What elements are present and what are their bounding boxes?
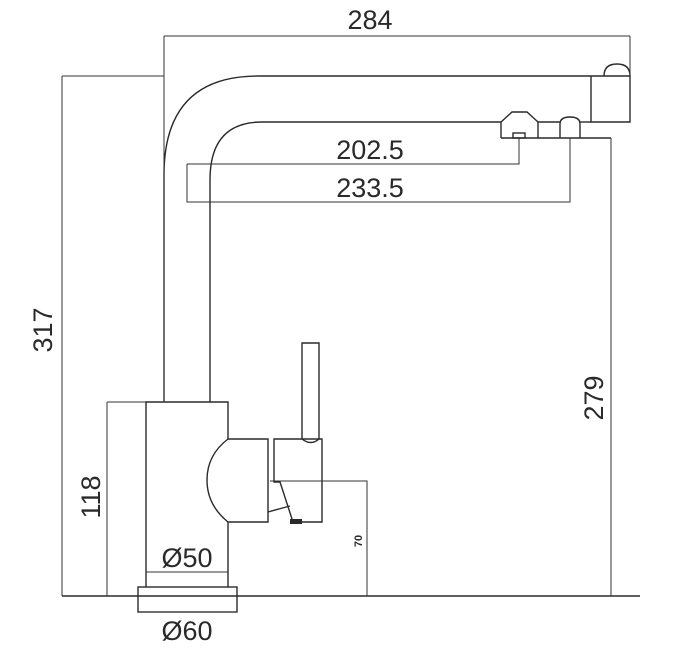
- label-70: 70: [353, 535, 365, 547]
- handle-lever: [301, 342, 320, 444]
- dim-spout-reach-lines: [186, 138, 571, 203]
- label-d60: Ø60: [161, 616, 212, 646]
- base-plate: [137, 586, 238, 613]
- dim-284-line: [163, 35, 631, 402]
- cartridge-housing: [206, 438, 269, 523]
- label-118: 118: [76, 475, 106, 518]
- spout-tip-cap: [603, 63, 631, 77]
- faucet-outline: [62, 63, 640, 613]
- dimension-labels: 284 202.5 233.5 317 279 118 70 Ø50 Ø60: [28, 5, 609, 646]
- dim-70-line: [270, 480, 368, 596]
- label-233-5: 233.5: [336, 173, 404, 203]
- label-d50: Ø50: [161, 543, 212, 573]
- label-279: 279: [579, 375, 609, 420]
- spout-outer: [163, 75, 631, 402]
- spray-head-button: [500, 111, 539, 138]
- label-284: 284: [347, 5, 392, 35]
- label-202-5: 202.5: [336, 135, 404, 165]
- dim-317-line: [61, 75, 164, 596]
- handle-gap: [267, 505, 291, 513]
- spray-outlet: [512, 132, 526, 139]
- dimension-lines: [61, 35, 631, 613]
- aerator: [290, 519, 302, 524]
- spout-inner: [209, 121, 501, 402]
- spray-head-nozzle: [559, 116, 581, 138]
- faucet-body: [145, 401, 229, 587]
- label-317: 317: [28, 307, 58, 352]
- dim-118-line: [106, 401, 146, 596]
